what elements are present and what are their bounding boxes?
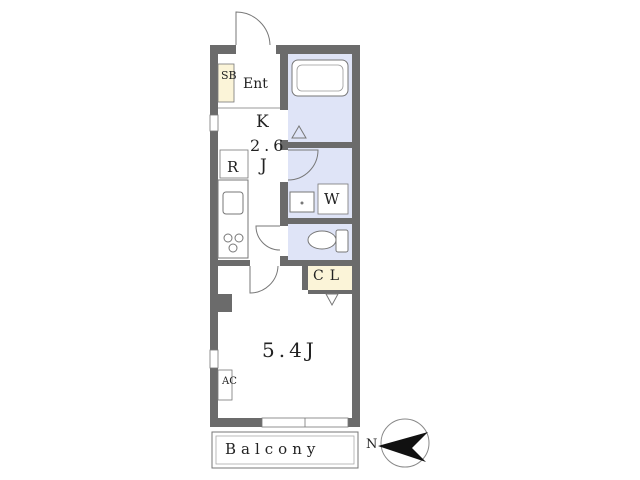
bath-door-opening — [280, 110, 288, 140]
bathtub-inner — [296, 64, 344, 92]
toilet-door-opening — [280, 226, 288, 256]
interior-wall-closet — [302, 266, 308, 290]
shoe-box-label: SB — [221, 69, 237, 82]
compass-arrow — [378, 432, 428, 462]
bathtub — [291, 59, 349, 97]
entrance-door-opening — [236, 45, 276, 54]
toilet-tank — [335, 229, 349, 253]
interior-wall-closet-bottom — [308, 290, 352, 294]
closet-door-marker — [325, 293, 339, 307]
ac-label: AC — [222, 376, 237, 387]
kitchen-unit-label: J — [260, 156, 267, 176]
compass — [378, 418, 430, 468]
balcony-railing — [215, 435, 355, 465]
compass-north-label: N — [366, 437, 378, 452]
washbasin-drain — [300, 201, 304, 205]
interior-wall-wash — [288, 218, 352, 224]
stove-burner-3 — [228, 243, 238, 253]
interior-wall-bath — [288, 142, 352, 148]
kitchen-door-swing — [249, 265, 279, 294]
main-room-notch — [218, 294, 232, 312]
stove-burner-1 — [223, 233, 233, 243]
closet-floor — [308, 266, 352, 290]
balcony-floor — [211, 431, 359, 469]
washer-space — [317, 183, 349, 215]
kitchen-size-label: 2.6 — [250, 136, 288, 155]
kitchen-sink — [222, 191, 244, 215]
kitchen-label: K — [256, 112, 269, 132]
washroom-door-opening — [280, 150, 288, 182]
ac-unit — [217, 369, 233, 401]
interior-wall-horizontal — [218, 260, 352, 266]
main-room-window-side — [209, 349, 219, 369]
stove-burner-2 — [234, 233, 244, 243]
bath-floor-marker — [291, 125, 307, 139]
entrance-label: Ent — [243, 76, 268, 92]
washroom-door-swing — [287, 149, 319, 181]
main-room-label: 5.4J — [262, 338, 318, 362]
refrigerator-space — [219, 149, 249, 179]
washer-label: W — [324, 190, 340, 208]
entrance-door-swing — [235, 11, 271, 46]
shoe-box — [217, 63, 235, 103]
balcony-label: Balcony — [225, 440, 321, 458]
toilet-bowl — [307, 230, 337, 250]
closet-label: CL — [313, 268, 346, 284]
kitchen-window — [209, 114, 219, 132]
kitchen-door-opening — [250, 260, 280, 266]
refrigerator-label: R — [227, 158, 239, 176]
toilet-door-swing — [255, 225, 281, 251]
